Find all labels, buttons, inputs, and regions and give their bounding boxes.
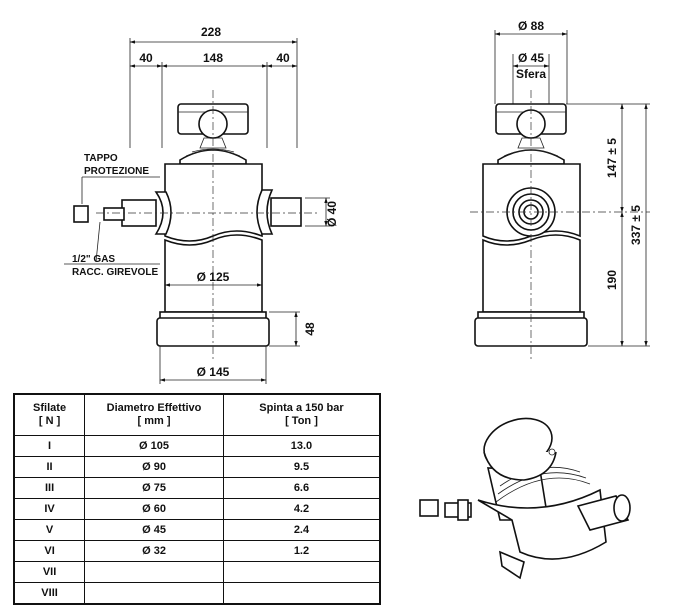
dim-total-width: 228 [201, 25, 221, 39]
cell-stage: VIII [13, 582, 86, 605]
cell-diameter: Ø 32 [84, 540, 224, 562]
cell-stage: VII [13, 561, 86, 583]
label-cap-line-2: PROTEZIONE [84, 166, 149, 177]
cell-diameter: Ø 45 [84, 519, 224, 541]
header-diameter-label: Diametro Effettivo [106, 402, 202, 414]
table-header-row: Sfilate[ N ] Diametro Effettivo[ mm ] Sp… [13, 393, 381, 436]
label-sphere: Sfera [516, 67, 546, 81]
cell-diameter: Ø 75 [84, 477, 224, 499]
cell-thrust [222, 561, 381, 583]
cell-thrust: 6.6 [222, 477, 381, 499]
cell-thrust: 1.2 [222, 540, 381, 562]
label-fitting-line-2: RACC. GIREVOLE [72, 267, 158, 278]
front-view: 228 40 148 40 [64, 25, 339, 384]
cell-diameter [84, 561, 224, 583]
dim-base-diameter: Ø 145 [197, 365, 230, 379]
cell-thrust: 13.0 [222, 435, 381, 457]
cell-thrust [222, 582, 381, 605]
dim-pin-diameter: Ø 40 [325, 201, 339, 227]
header-stages: Sfilate[ N ] [13, 393, 86, 436]
dim-lower-height: 190 [605, 270, 619, 290]
cell-stage: II [13, 456, 86, 478]
dim-middle: 148 [203, 51, 223, 65]
cell-thrust: 2.4 [222, 519, 381, 541]
header-stages-unit: [ N ] [38, 415, 61, 427]
label-fitting-line-1: 1/2" GAS [72, 254, 115, 265]
header-stages-label: Sfilate [33, 402, 67, 414]
cell-stage: III [13, 477, 86, 499]
header-thrust: Spinta a 150 bar[ Ton ] [222, 393, 381, 436]
spec-table: Sfilate[ N ] Diametro Effettivo[ mm ] Sp… [13, 393, 381, 605]
cell-diameter: Ø 105 [84, 435, 224, 457]
table-row: VIII [13, 582, 381, 605]
dim-top-diameter: Ø 88 [518, 19, 544, 33]
header-diameter-unit: [ mm ] [137, 415, 171, 427]
side-view: Ø 88 Ø 45 Sfera 147 ± 5 190 3 [470, 19, 650, 360]
table-row: VII [13, 561, 381, 583]
dim-total-height: 337 ± 5 [629, 205, 643, 245]
dim-base-height: 48 [303, 322, 317, 336]
dim-right: 40 [276, 51, 290, 65]
cell-stage: I [13, 435, 86, 457]
dim-sphere-diameter: Ø 45 [518, 51, 544, 65]
cell-diameter: Ø 60 [84, 498, 224, 520]
cell-thrust: 4.2 [222, 498, 381, 520]
header-thrust-label: Spinta a 150 bar [259, 402, 344, 414]
cell-stage: VI [13, 540, 86, 562]
cell-diameter: Ø 90 [84, 456, 224, 478]
isometric-view [419, 417, 631, 580]
dim-left: 40 [139, 51, 153, 65]
header-diameter: Diametro Effettivo[ mm ] [84, 393, 224, 436]
dim-upper-height: 147 ± 5 [605, 138, 619, 178]
dim-body-diameter: Ø 125 [197, 270, 230, 284]
cell-stage: V [13, 519, 86, 541]
cell-diameter [84, 582, 224, 605]
cell-thrust: 9.5 [222, 456, 381, 478]
cell-stage: IV [13, 498, 86, 520]
label-cap-line-1: TAPPO [84, 153, 118, 164]
header-thrust-unit: [ Ton ] [285, 415, 318, 427]
